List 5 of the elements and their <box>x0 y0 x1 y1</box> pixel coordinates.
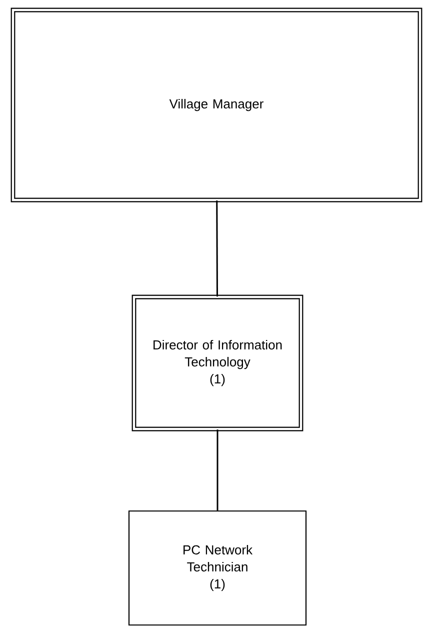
org-box: PC Network Technician (1) <box>128 510 307 626</box>
org-box: Village Manager <box>10 8 422 202</box>
org-box: Director of Information Technology (1) <box>132 294 304 432</box>
connector-line <box>216 200 218 296</box>
connector-line <box>216 430 218 510</box>
